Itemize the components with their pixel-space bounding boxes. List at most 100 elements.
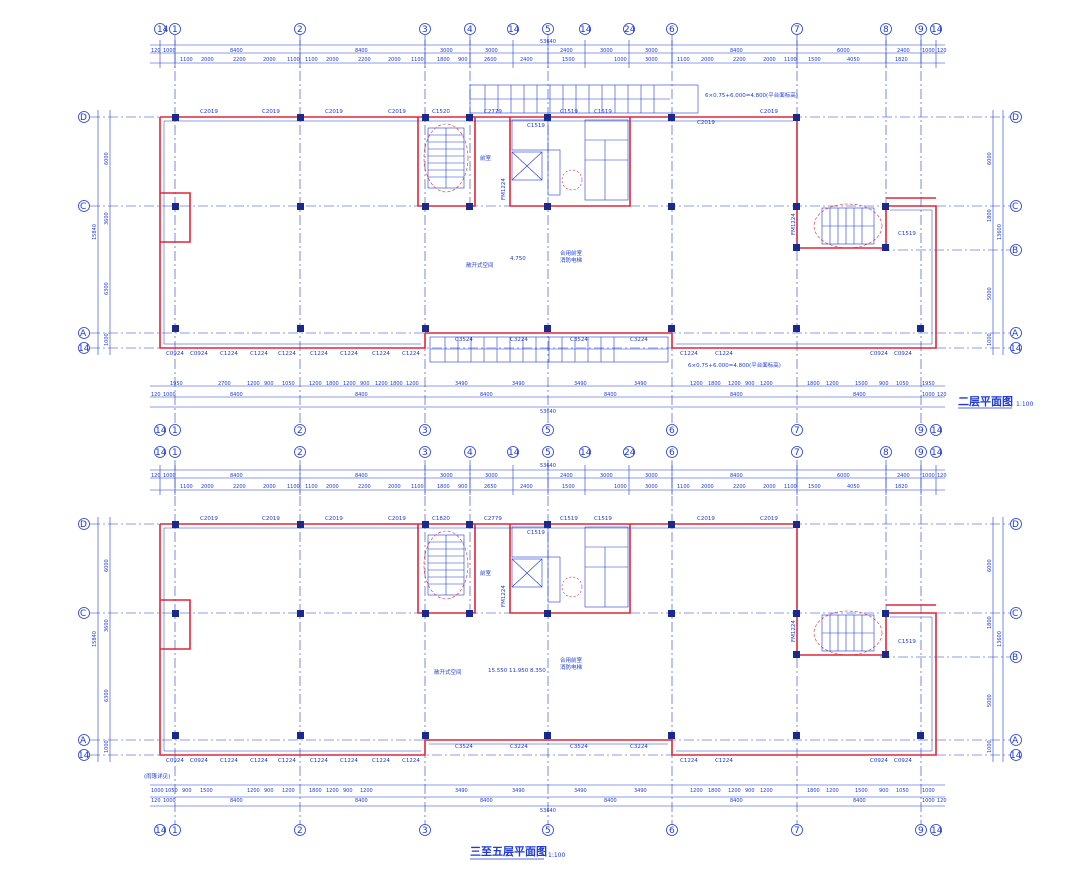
svg-text:C0924: C0924 [870,758,888,764]
bottom-dimensions: 120 1000 8400 8400 8400 8400 8400 8400 1… [151,798,947,804]
axis-label: 1 [172,25,178,35]
svg-text:1: 1 [172,826,178,836]
svg-text:合用前室: 合用前室 [560,249,583,257]
svg-text:900: 900 [360,381,370,387]
side-dimension-lines [97,517,1004,762]
svg-text:15840: 15840 [92,631,98,647]
svg-text:8400: 8400 [604,392,617,398]
room-labels: 前室 敞开式空间 合用前室 C1519 FM1224 C1519 FM1224 [434,530,916,676]
svg-text:8400: 8400 [480,392,493,398]
svg-text:C1519: C1519 [594,516,612,522]
svg-text:1200: 1200 [282,788,295,794]
svg-text:C1820: C1820 [432,516,450,522]
svg-text:1000: 1000 [163,392,176,398]
svg-text:2: 2 [297,448,303,458]
bottom-axis-bubbles [154,824,942,836]
svg-text:3490: 3490 [512,381,525,387]
elevation-mark: 15.550 11.950 8.350 [488,668,546,674]
elevation-mark: 4.750 [510,256,526,262]
svg-text:C0924: C0924 [894,351,912,357]
svg-text:1000: 1000 [987,333,993,346]
svg-text:1100: 1100 [784,484,797,490]
axis-label: D [1012,113,1019,123]
svg-text:3000: 3000 [440,473,453,479]
svg-text:1000: 1000 [163,473,176,479]
svg-text:1500: 1500 [200,788,213,794]
svg-text:C0924: C0924 [190,758,208,764]
svg-text:1800: 1800 [437,57,450,63]
svg-text:(雨篷详见): (雨篷详见) [144,772,170,780]
svg-text:3000: 3000 [645,48,658,54]
svg-text:1800: 1800 [390,381,403,387]
svg-text:8: 8 [883,448,889,458]
svg-text:120: 120 [937,392,947,398]
plan-title: 三至五层平面图 [470,845,547,858]
svg-text:C1519: C1519 [898,639,916,645]
svg-text:C: C [80,609,86,619]
svg-text:6000: 6000 [104,559,110,572]
axis-label: 8 [883,25,889,35]
svg-text:1800: 1800 [437,484,450,490]
axis-label: 4 [467,25,473,35]
svg-text:1: 1 [172,448,178,458]
svg-text:120: 120 [151,798,161,804]
svg-text:1200: 1200 [343,381,356,387]
svg-text:3490: 3490 [634,381,647,387]
svg-text:14: 14 [931,826,943,836]
stair-core-east [813,203,883,249]
svg-text:8400: 8400 [730,473,743,479]
axis-label: C [1012,202,1018,212]
svg-text:2700: 2700 [218,381,231,387]
right-dimensions: 6000 1800 5000 1000 13600 [987,152,1003,346]
svg-text:120: 120 [151,392,161,398]
svg-text:C1224: C1224 [715,351,733,357]
svg-text:C1519: C1519 [527,123,545,129]
svg-text:3000: 3000 [645,484,658,490]
svg-text:前室: 前室 [480,154,492,162]
svg-text:15840: 15840 [92,224,98,240]
svg-text:2000: 2000 [326,484,339,490]
svg-text:5: 5 [545,426,551,436]
svg-text:2: 2 [297,826,303,836]
svg-text:8400: 8400 [230,473,243,479]
svg-text:14: 14 [155,448,167,458]
bottom-dimension-lines [150,784,945,807]
svg-text:4050: 4050 [847,57,860,63]
svg-text:D: D [80,520,87,530]
left-dimensions: 6000 3600 6300 1000 15840 [92,559,110,753]
svg-text:2200: 2200 [233,484,246,490]
axis-label: 14 [508,25,520,35]
svg-text:C: C [1012,609,1018,619]
svg-text:2200: 2200 [358,484,371,490]
top-axis-bubbles [154,446,942,458]
svg-text:1000: 1000 [922,798,935,804]
svg-text:1500: 1500 [562,484,575,490]
svg-text:2000: 2000 [326,57,339,63]
service-core [511,526,629,608]
svg-text:1100: 1100 [677,484,690,490]
svg-text:120: 120 [151,48,161,54]
svg-text:8400: 8400 [730,48,743,54]
svg-text:6: 6 [669,826,675,836]
svg-text:C0924: C0924 [870,351,888,357]
svg-text:C2019: C2019 [697,120,715,126]
svg-text:1500: 1500 [808,57,821,63]
svg-text:6000: 6000 [987,559,993,572]
svg-text:前室: 前室 [480,569,492,577]
svg-text:2400: 2400 [897,48,910,54]
stair-core-west [423,123,469,193]
bottom-axis-labels: 14 1 2 3 5 6 7 9 14 [155,426,943,436]
svg-text:900: 900 [264,788,274,794]
axis-label: 2 [297,25,303,35]
svg-text:C2019: C2019 [760,109,778,115]
svg-text:1500: 1500 [808,484,821,490]
svg-text:C2019: C2019 [325,109,343,115]
svg-text:C1520: C1520 [432,109,450,115]
svg-text:8400: 8400 [853,798,866,804]
svg-text:3000: 3000 [600,48,613,54]
svg-text:C1519: C1519 [560,516,578,522]
svg-text:1050: 1050 [282,381,295,387]
svg-text:C1224: C1224 [250,351,268,357]
svg-text:6: 6 [669,448,675,458]
svg-text:14: 14 [1010,751,1022,761]
